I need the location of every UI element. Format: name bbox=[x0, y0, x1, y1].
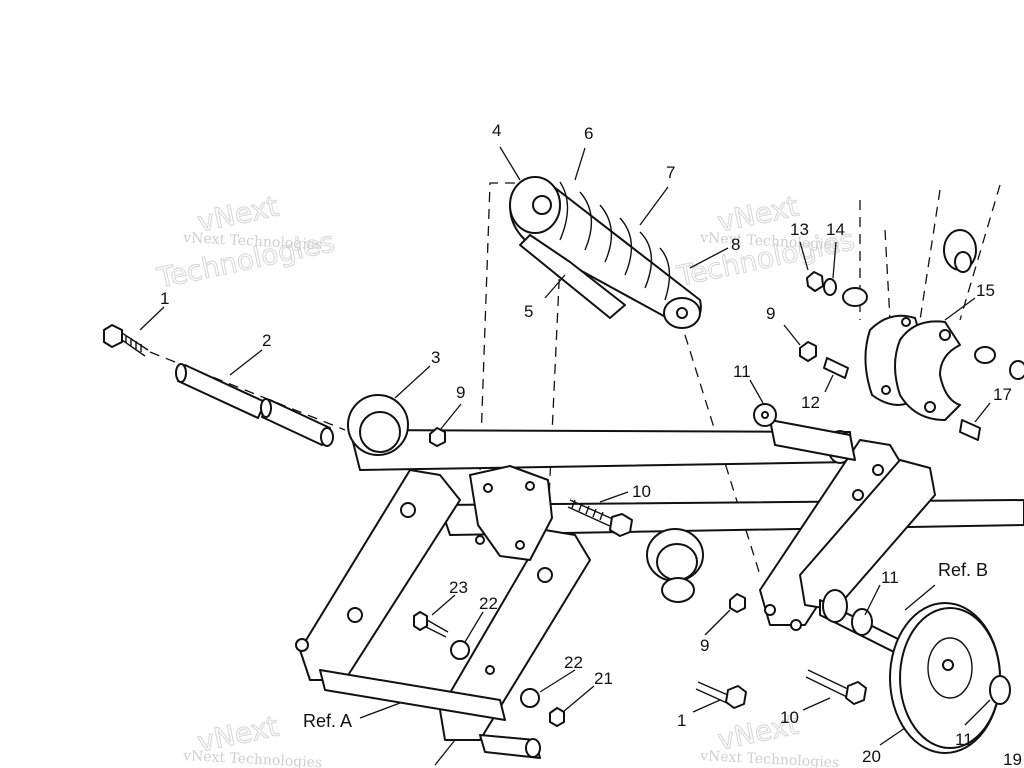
callout-15: 15 bbox=[976, 281, 995, 300]
callout-12: 12 bbox=[801, 393, 820, 412]
callout-2: 2 bbox=[262, 331, 271, 350]
callout-11-lower: 11 bbox=[955, 730, 973, 749]
spacer-17 bbox=[959, 419, 981, 441]
callout-10-upper: 10 bbox=[632, 482, 651, 501]
callout-3: 3 bbox=[431, 348, 440, 367]
axle-ref-b bbox=[819, 589, 901, 656]
washer-22-left bbox=[450, 640, 470, 660]
watermark-text: vNext Technologies bbox=[182, 230, 323, 253]
callout-8: 8 bbox=[731, 235, 740, 254]
callout-20: 20 bbox=[862, 747, 881, 766]
hardware bbox=[413, 271, 981, 727]
ref-a-label: Ref. A bbox=[303, 711, 352, 731]
swing-arm-left bbox=[295, 465, 591, 759]
rear-shock-partial bbox=[842, 229, 1024, 380]
callout-4: 4 bbox=[492, 121, 501, 140]
callout-5: 5 bbox=[524, 302, 533, 321]
callout-13: 13 bbox=[790, 220, 809, 239]
bracket-15 bbox=[864, 314, 961, 421]
bushing-3 bbox=[347, 394, 409, 456]
callout-9-upper: 9 bbox=[766, 304, 775, 323]
callout-21: 21 bbox=[594, 669, 613, 688]
nut-21 bbox=[549, 707, 565, 727]
watermark-text: vNext Technologies bbox=[182, 748, 323, 768]
nut-9-lower bbox=[729, 593, 746, 613]
callout-19: 19 bbox=[1003, 750, 1022, 768]
callout-14: 14 bbox=[826, 220, 845, 239]
callout-11-middle: 11 bbox=[881, 568, 899, 587]
bolt-10-lower-head bbox=[845, 681, 867, 705]
washer-22-right bbox=[520, 688, 540, 708]
callout-17: 17 bbox=[993, 385, 1012, 404]
nut-9-upper bbox=[799, 341, 817, 362]
bushing-center bbox=[646, 528, 704, 603]
nut-9-left bbox=[429, 427, 446, 447]
watermark-text: vNext Technologies bbox=[699, 748, 840, 768]
callout-1-upper: 1 bbox=[160, 289, 169, 308]
leader-lines bbox=[139, 146, 991, 766]
bolt-23-head bbox=[413, 611, 428, 631]
pin-2 bbox=[175, 363, 334, 447]
callout-6: 6 bbox=[584, 124, 593, 143]
callout-9-left: 9 bbox=[456, 383, 465, 402]
callout-22-left: 22 bbox=[479, 594, 498, 613]
callout-23: 23 bbox=[449, 578, 468, 597]
callout-11-upper: 11 bbox=[733, 362, 751, 381]
bolt-1-lower-head bbox=[725, 685, 747, 709]
callout-10-lower: 10 bbox=[780, 708, 799, 727]
callout-labels: 4 6 7 8 5 1 2 3 9 13 14 15 9 11 12 17 10… bbox=[160, 121, 1022, 768]
idler-wheel-20 bbox=[889, 602, 1011, 754]
washer-14 bbox=[823, 278, 837, 296]
bolt-1 bbox=[103, 324, 149, 357]
callout-22-right: 22 bbox=[564, 653, 583, 672]
nut-13 bbox=[806, 271, 824, 292]
bolt-10-upper bbox=[567, 499, 633, 537]
callout-7: 7 bbox=[666, 163, 675, 182]
watermark-text: vNext Technologies bbox=[699, 230, 840, 253]
swing-arm-right bbox=[759, 419, 936, 631]
shock-absorber bbox=[509, 176, 702, 329]
spacer-12 bbox=[823, 357, 849, 379]
callout-1-lower: 1 bbox=[677, 711, 686, 730]
ref-b-label: Ref. B bbox=[938, 560, 988, 580]
callout-9-lower: 9 bbox=[700, 636, 709, 655]
